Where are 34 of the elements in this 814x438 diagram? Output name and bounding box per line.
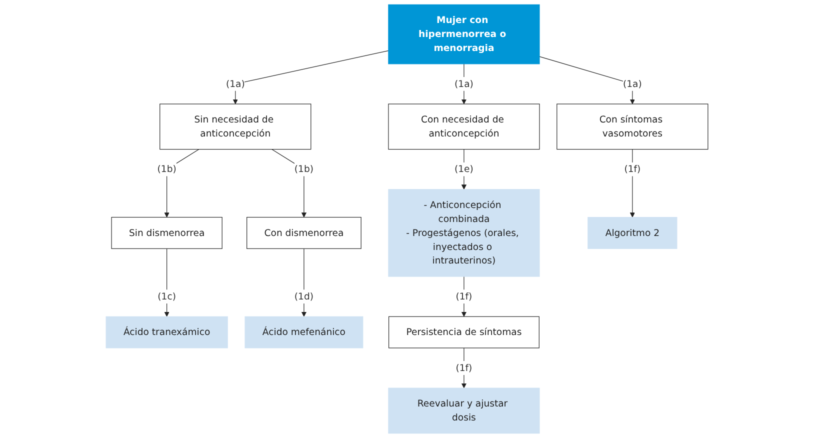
node-box: Con síntomas vasomotores [556,104,708,150]
node-box: Con necesidad de anticoncepción [388,104,540,150]
node-box: Algoritmo 2 [588,216,678,249]
node-box: Persistencia de síntomas [388,316,540,348]
edge-label: (1e) [454,164,474,175]
node-box: Sin dismenorrea [111,216,222,249]
node-box: Ácido mefenánico [244,316,364,348]
arrow [461,64,467,104]
edge-label: (1d) [294,290,314,302]
arrow [164,248,170,317]
arrow [630,149,635,218]
node-box: Mujer con hipermenorrea o menorragia [388,4,540,64]
node-box: Reevaluar y ajustar dosis [388,388,540,434]
node-box: Con dismenorrea [246,216,362,249]
arrow [232,50,389,104]
node-box: - Anticoncepción combinada - Progestágenos (orales, inyectados o intrauterinos) [388,189,540,277]
edge-label: (1f) [456,290,472,302]
node-box: Sin necesidad de anticoncepción [160,104,312,150]
arrow [164,149,200,218]
node-box: Ácido tranexámico [106,316,228,348]
edge-label: (1f) [456,362,472,374]
edge-label: (1a) [454,78,474,90]
arrow [539,56,635,104]
arrow [301,248,306,317]
edge-label: (1a) [622,78,642,90]
arrow [461,149,467,190]
edge-label: (1c) [158,290,176,302]
arrow [271,149,306,218]
edge-label: (1b) [294,164,314,175]
edge-label: (1f) [624,164,641,175]
arrow [461,276,467,317]
edge-label: (1a) [226,78,245,90]
arrow [461,348,467,388]
edge-label: (1b) [157,164,176,175]
